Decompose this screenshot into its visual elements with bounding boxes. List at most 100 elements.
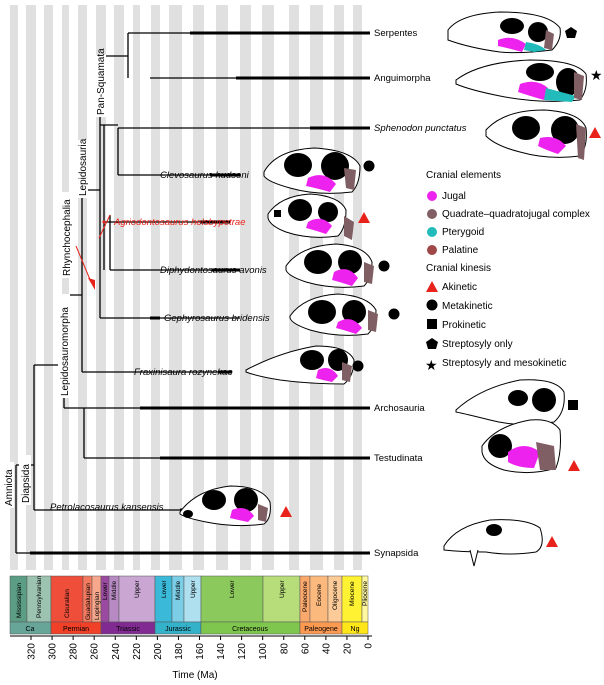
taxon-labels: Serpentes Anguimorpha Sphenodon punctatu… [50,28,467,559]
axis-tick-label: 60 [300,643,311,655]
epoch-label: Lower [229,579,236,598]
epoch-labels: Mississipian Pennsylvanian Cisuralian Gu… [16,575,369,620]
axis-tick-label: 20 [342,643,353,655]
skull-petrolacosaurus [179,485,292,527]
skull-gephyrosaurus [289,293,400,336]
axis-tick-label: 0 [364,643,375,649]
triangle-icon [589,127,601,138]
taxon-diphydontosaurus: Diphydontosaurus avonis [160,265,267,276]
axis-tick-label: 200 [153,643,164,660]
skull-clevosaurus [263,147,375,194]
axis-label: Time (Ma) [172,670,217,681]
clade-diapsida: Diapsida [21,464,32,503]
epoch-label: Miocene [349,581,356,606]
legend: Cranial elements Jugal Quadrate–quadrato… [425,170,590,373]
epoch-label: Lower [102,581,109,600]
star-icon: ★ [590,67,603,83]
period-label: Permian [63,626,89,633]
epoch-label: Middle [111,580,118,600]
axis-tick-label: 120 [237,643,248,660]
epoch-label: Pliocene [362,581,369,606]
axis-tick-label: 40 [321,643,332,655]
circle-icon [388,308,400,320]
square-icon [427,319,437,329]
circle-icon [426,299,438,311]
quadrate-swatch [427,209,437,219]
skull-agriodontosaurus [267,193,370,240]
legend-kinesis-title: Cranial kinesis [426,263,491,274]
period-label: Ca [26,626,35,633]
skull-synapsida [443,519,558,567]
legend-item-streptosyly: Streptosyly only [442,339,513,350]
star-icon: ★ [425,357,438,373]
skull-anguimorpha: ★ [455,59,603,102]
skull-sphenodon [485,109,601,160]
epoch-label: Mississipian [16,583,23,618]
axis-tick-label: 280 [69,643,80,660]
clade-lepidosauromorpha: Lepidosauromorpha [60,307,71,396]
triangle-icon [546,536,558,547]
period-label: Ng [351,626,360,633]
period-label: Triassic [116,626,140,633]
legend-item-pterygoid: Pterygoid [442,227,484,238]
axis-tick-label: 160 [195,643,206,660]
clade-pan-squamata: Pan-Squamata [96,48,107,115]
legend-item-metakinetic: Metakinetic [442,301,493,312]
axis-tick-label: 320 [27,643,38,660]
palatine-swatch [427,245,437,255]
legend-item-jugal: Jugal [442,191,466,202]
epoch-label: Upper [134,579,141,598]
taxon-gephyrosaurus: Gephyrosaurus bridensis [164,313,270,324]
legend-item-prokinetic: Prokinetic [442,320,486,331]
axis-tick-label: 80 [279,643,290,655]
axis-tick-label: 260 [90,643,101,660]
taxon-synapsida: Synapsida [374,548,419,559]
epoch-label: Upper [279,579,286,598]
axis-tick-label: 140 [216,643,227,660]
taxon-testudinata: Testudinata [374,453,423,464]
timescale: Mississipian Pennsylvanian Cisuralian Gu… [9,575,375,681]
circle-icon [378,260,390,272]
circle-icon [352,360,364,372]
skull-diphydontosaurus [285,243,390,288]
square-icon [568,400,578,410]
legend-cranial-title: Cranial elements [426,170,501,181]
stage-bands [10,5,362,570]
epoch-label: Middle [175,580,182,600]
pentagon-icon [565,27,577,38]
epoch-label: Lopingian [94,591,101,620]
epoch-label: Paleocene [302,581,309,612]
pterygoid-swatch [427,227,437,237]
triangle-icon [568,460,580,471]
taxon-serpentes: Serpentes [374,28,418,39]
epoch-label: Cisuralian [64,589,71,618]
period-label: Paleogene [304,626,338,633]
epoch-label: Upper [190,579,197,598]
legend-item-quadrate: Quadrate–quadratojugal complex [442,209,590,220]
jugal-swatch [427,191,437,201]
legend-item-palatine: Palatine [442,245,479,256]
epoch-label: Lower [161,579,168,598]
triangle-icon [426,281,438,292]
range-bars [30,31,370,555]
taxon-sphenodon: Sphenodon punctatus [374,123,467,134]
axis-tick-label: 220 [132,643,143,660]
clade-labels: Pan-Squamata Lepidosauria Rhynchocephali… [2,48,107,508]
legend-item-streptosyly-meso: Streptosyly and mesokinetic [442,358,567,369]
circle-icon [363,160,375,172]
skull-fraxinisaura [245,345,364,385]
taxon-anguimorpha: Anguimorpha [374,73,431,84]
skull-testudinata [481,419,580,474]
taxon-petrolacosaurus: Petrolacosaurus kansensis [50,502,164,513]
legend-item-akinetic: Akinetic [442,282,477,293]
axis-tick-label: 100 [258,643,269,660]
clade-rhynchocephalia: Rhynchocephalia [62,199,73,276]
axis-tick-label: 180 [174,643,185,660]
taxon-clevosaurus: Clevosaurus hudsoni [160,170,250,181]
taxon-agriodontosaurus: Agriodontosaurus helsbypetrae [113,217,246,228]
taxon-fraxinisaura: Fraxinisaura rozynekae [134,367,233,378]
clade-lepidosauria: Lepidosauria [78,138,89,196]
skull-archosauria [455,379,578,426]
